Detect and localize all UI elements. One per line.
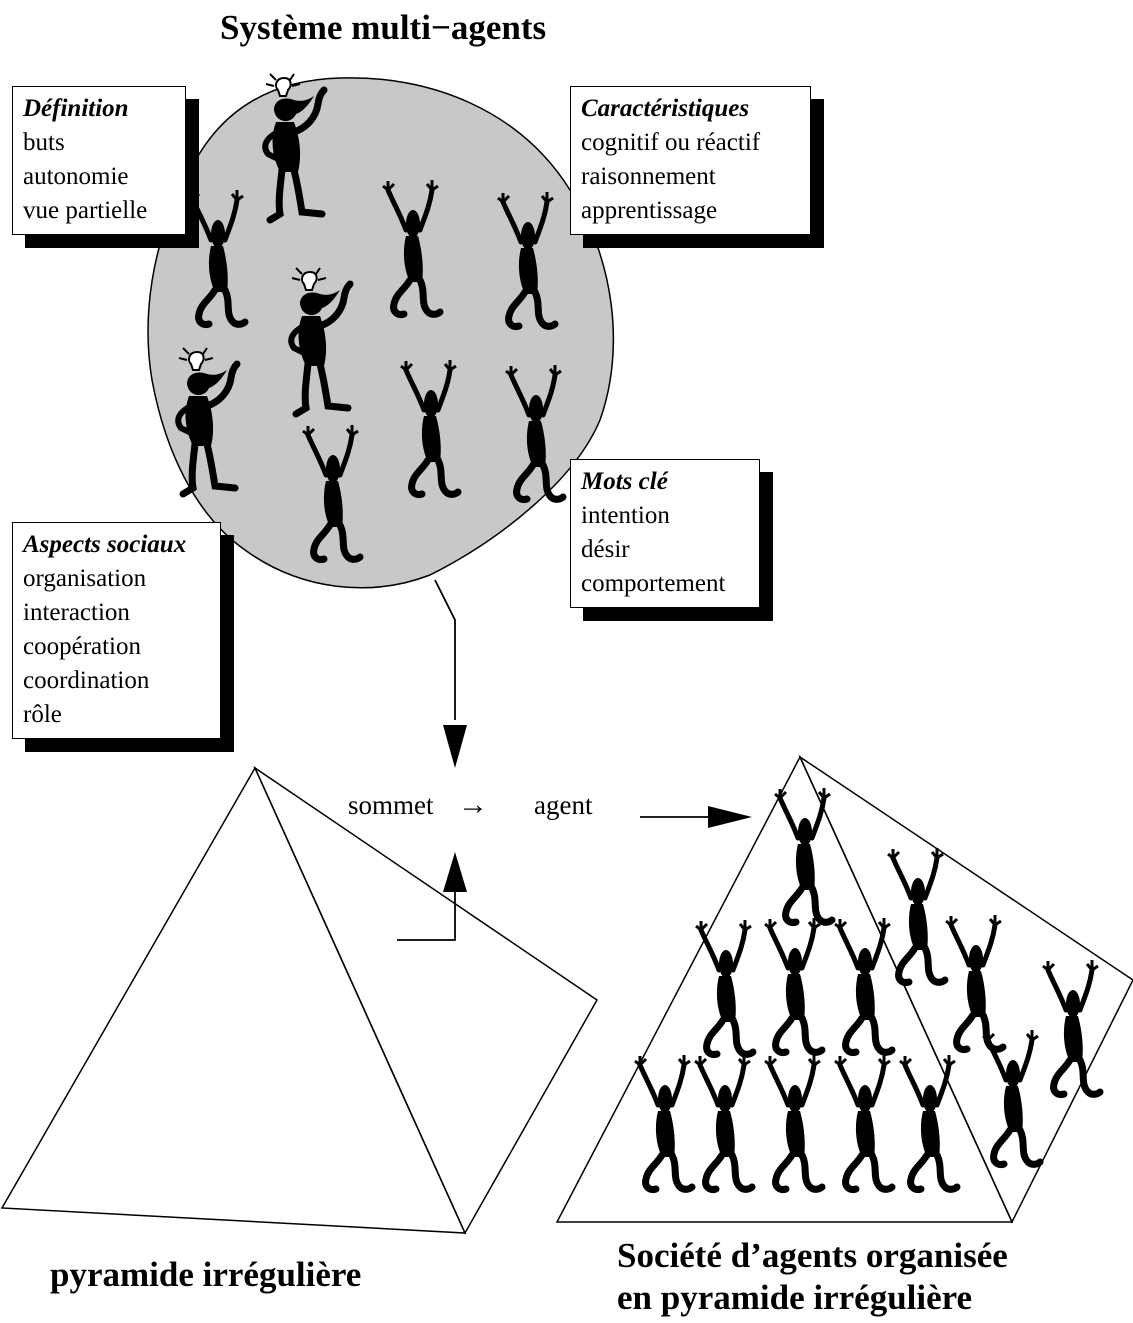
box-line: organisation — [23, 565, 147, 592]
connector-line — [434, 579, 456, 720]
characteristics-box: Caractéristiques cognitif ou réactif rai… — [570, 86, 811, 235]
box-line: cognitif ou réactif — [581, 129, 761, 156]
agent-pyramid — [555, 754, 1133, 1224]
reactive-agent-icon — [765, 918, 822, 1053]
agent-pyramid-figures — [635, 788, 1100, 1190]
box-line: comportement — [581, 570, 726, 597]
reactive-agent-icon — [775, 788, 832, 923]
reactive-agent-icon — [695, 1055, 752, 1190]
box-line: rôle — [23, 701, 62, 728]
keywords-box: Mots clé intention désir comportement — [570, 459, 760, 608]
reactive-agent-icon — [946, 915, 1003, 1050]
box-heading: Définition — [23, 95, 129, 122]
box-line: intention — [581, 502, 670, 529]
reactive-agent-icon — [835, 918, 892, 1053]
reactive-agent-icon — [696, 920, 753, 1055]
box-line: raisonnement — [581, 163, 716, 190]
mapping-to-label: agent — [534, 790, 593, 820]
box-line: coordination — [23, 667, 150, 694]
box-line: interaction — [23, 599, 130, 626]
box-line: apprentissage — [581, 197, 718, 224]
right-pyramid-caption-line1: Société d’agents organisée — [617, 1236, 1008, 1275]
left-pyramid-caption: pyramide irrégulière — [50, 1255, 362, 1294]
reactive-agent-icon — [900, 1055, 957, 1190]
box-heading: Mots clé — [581, 468, 668, 495]
reactive-agent-icon — [765, 1055, 822, 1190]
diagram-title: Système multi−agents — [220, 8, 547, 47]
box-line: buts — [23, 129, 65, 156]
box-line: coopération — [23, 633, 142, 660]
box-heading: Caractéristiques — [581, 95, 750, 122]
arrowhead-right-icon — [708, 806, 752, 828]
box-line: vue partielle — [23, 197, 148, 224]
mapping-from-label: sommet — [348, 790, 434, 820]
box-heading: Aspects sociaux — [23, 531, 187, 558]
reactive-agent-icon — [1043, 960, 1100, 1095]
social-aspects-box: Aspects sociaux organisation interaction… — [12, 522, 221, 739]
right-pyramid-caption-line2: en pyramide irrégulière — [617, 1278, 973, 1317]
reactive-agent-icon — [888, 848, 945, 983]
irregular-pyramid — [0, 765, 598, 1235]
reactive-agent-icon — [635, 1055, 692, 1190]
box-line: désir — [581, 536, 630, 563]
definition-box: Définition buts autonomie vue partielle — [12, 86, 186, 235]
connector-line — [397, 890, 456, 941]
reactive-agent-icon — [835, 1055, 892, 1190]
agent-system-blob — [147, 77, 615, 589]
reactive-agent-icon — [983, 1030, 1040, 1165]
arrowhead-up-icon — [443, 852, 467, 892]
box-line: autonomie — [23, 163, 129, 190]
mapping-arrow-icon: → — [458, 788, 488, 821]
arrowhead-down-icon — [443, 725, 467, 768]
